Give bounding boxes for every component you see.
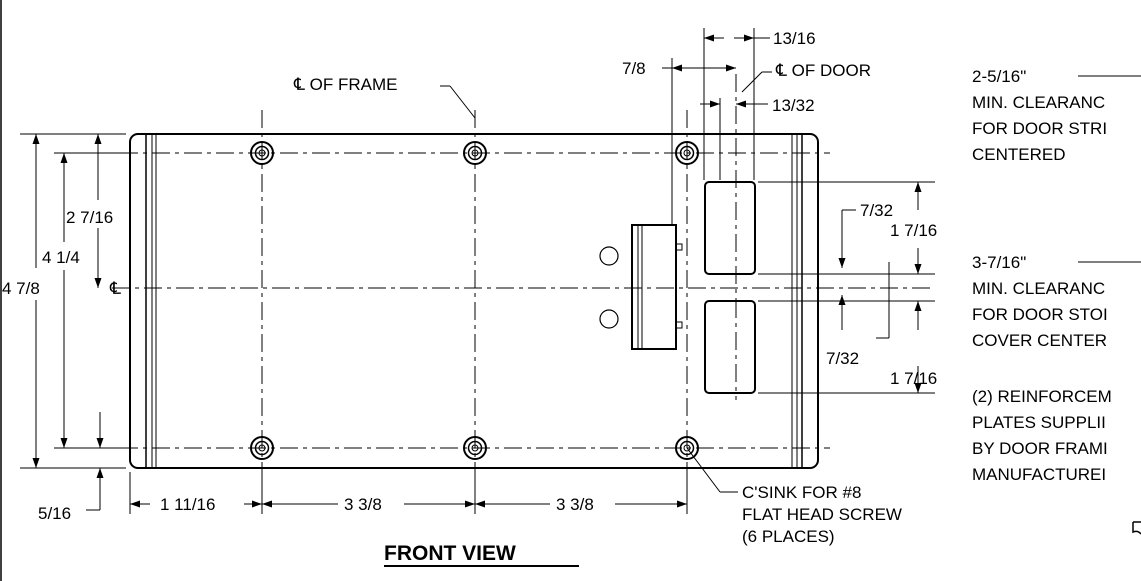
extension-lines bbox=[20, 28, 935, 514]
dim-3-3-8-left: 3 3/8 bbox=[344, 495, 382, 514]
dim-1-11-16: 1 11/16 bbox=[160, 495, 215, 514]
notes: 2-5/16" MIN. CLEARANC FOR DOOR STRI CENT… bbox=[972, 67, 1112, 484]
dim-13-16: 13/16 bbox=[773, 29, 816, 48]
dim-13-32: 13/32 bbox=[772, 96, 815, 115]
note-3-line-1: (2) REINFORCEM bbox=[972, 387, 1112, 406]
centerline-door-label: ℄ OF DOOR bbox=[775, 61, 871, 80]
dimension-lines bbox=[32, 34, 1141, 511]
note-2-line-1: MIN. CLEARANC bbox=[972, 279, 1105, 298]
screw-hole-top-center bbox=[463, 141, 487, 165]
screw-hole-bottom-center bbox=[463, 436, 487, 460]
reinforcement-openings bbox=[704, 181, 756, 394]
strike-plate-outline bbox=[129, 133, 819, 469]
note-3-line-2: PLATES SUPPLII bbox=[972, 413, 1106, 432]
csink-line-2: FLAT HEAD SCREW bbox=[742, 505, 902, 524]
dim-7-32-top: 7/32 bbox=[860, 201, 893, 220]
screw-hole-top-left bbox=[250, 141, 274, 165]
csink-callout: C'SINK FOR #8 FLAT HEAD SCREW (6 PLACES) bbox=[742, 483, 902, 546]
centerline-symbol: ℄ bbox=[109, 279, 121, 298]
screw-hole-bottom-right bbox=[675, 436, 699, 460]
latch-assembly bbox=[599, 224, 683, 350]
note-1-line-1: MIN. CLEARANC bbox=[972, 93, 1105, 112]
dim-1-7-16-bottom: 1 7/16 bbox=[890, 369, 937, 388]
centerline-labels: ℄ OF FRAME ℄ OF DOOR bbox=[293, 61, 871, 94]
countersink-holes bbox=[250, 141, 699, 460]
dim-1-7-16-top: 1 7/16 bbox=[890, 221, 937, 240]
dim-4-1-4: 4 1/4 bbox=[42, 248, 80, 267]
note-2-heading: 3-7/16" bbox=[972, 253, 1026, 272]
screw-hole-top-right bbox=[675, 141, 699, 165]
csink-line-1: C'SINK FOR #8 bbox=[742, 483, 861, 502]
view-title-group: FRONT VIEW bbox=[384, 542, 579, 567]
note-3-line-4: MANUFACTUREI bbox=[972, 465, 1106, 484]
note-2-line-2: FOR DOOR STOI bbox=[972, 305, 1108, 324]
note-3-line-3: BY DOOR FRAMI bbox=[972, 439, 1108, 458]
view-title: FRONT VIEW bbox=[384, 542, 516, 565]
centerline-frame-label: ℄ OF FRAME bbox=[293, 75, 397, 94]
screw-hole-bottom-left bbox=[250, 436, 274, 460]
partial-mark bbox=[1132, 521, 1141, 535]
csink-line-3: (6 PLACES) bbox=[742, 527, 835, 546]
dim-4-7-8: 4 7/8 bbox=[2, 279, 40, 298]
dim-3-3-8-right: 3 3/8 bbox=[556, 495, 594, 514]
dim-2-7-16: 2 7/16 bbox=[66, 208, 113, 227]
note-1-heading: 2-5/16" bbox=[972, 67, 1026, 86]
dim-5-16: 5/16 bbox=[38, 504, 71, 523]
dimension-labels: 13/16 7/8 13/32 2 7/16 4 1/4 4 7/8 ℄ 5/1… bbox=[2, 29, 937, 523]
note-1-line-3: CENTERED bbox=[972, 145, 1066, 164]
note-1-line-2: FOR DOOR STRI bbox=[972, 119, 1107, 138]
dim-7-8: 7/8 bbox=[622, 59, 646, 78]
note-2-line-3: COVER CENTER bbox=[972, 331, 1107, 350]
centerlines bbox=[112, 74, 930, 462]
dim-7-32-bottom: 7/32 bbox=[826, 349, 859, 368]
